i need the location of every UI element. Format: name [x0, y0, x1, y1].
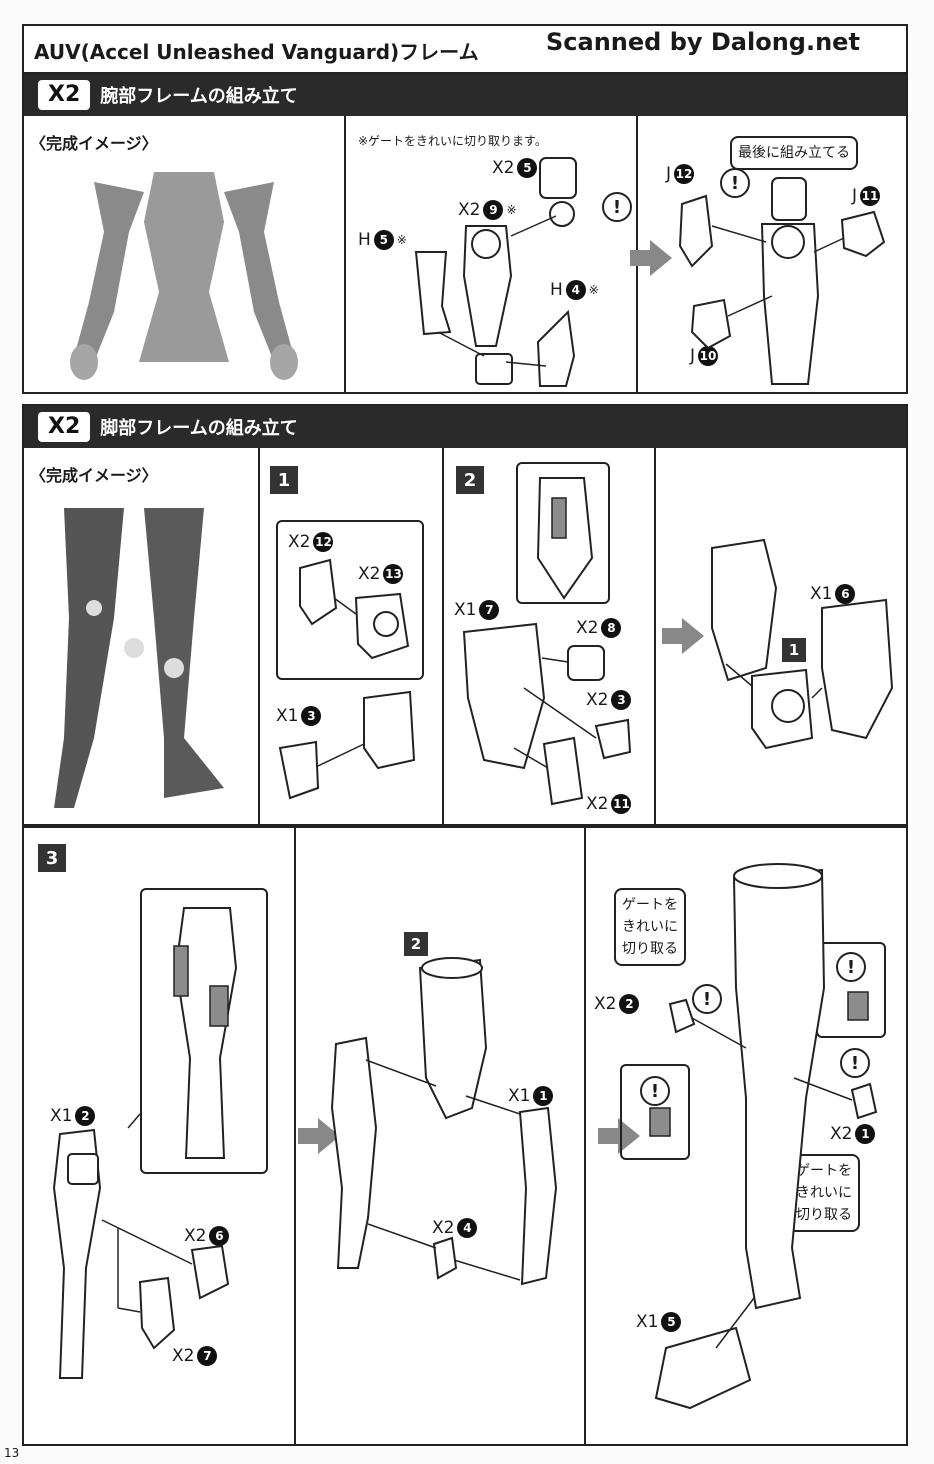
- arm-section: X2 腕部フレームの組み立て 〈完成イメージ〉 ※ゲートをきれいに切り取ります。…: [22, 72, 908, 394]
- step2-inset-box: [516, 462, 610, 604]
- step1-inset-box: [276, 520, 424, 680]
- arm-heading: 腕部フレームの組み立て: [100, 86, 298, 107]
- callout-last: 最後に組み立てる: [730, 136, 858, 170]
- next-arrow: [598, 1118, 640, 1154]
- leg-finished-figure: [54, 508, 224, 808]
- step-2-badge: 2: [456, 466, 484, 494]
- step3-panel1-diagram: [52, 907, 238, 1379]
- watermark: Scanned by Dalong.net: [546, 28, 860, 56]
- arm-multiplier: X2: [38, 80, 91, 110]
- caution-icon: !: [720, 168, 750, 198]
- next-arrow: [662, 618, 704, 654]
- next-arrow: [630, 240, 672, 276]
- arm-finished-figure: [70, 172, 298, 380]
- step3-inset-box: [140, 888, 268, 1174]
- title-bar: AUV(Accel Unleashed Vanguard)フレーム Scanne…: [22, 24, 908, 72]
- leg-image-panel: 〈完成イメージ〉: [24, 448, 260, 824]
- arm-image-caption: 〈完成イメージ〉: [30, 134, 158, 153]
- caution-icon: !: [840, 1048, 870, 1078]
- step1-diagram: [278, 558, 416, 800]
- step2-diagram: [462, 477, 632, 806]
- leg-multiplier: X2: [38, 412, 91, 442]
- page-number: 13: [4, 1446, 20, 1460]
- step3-panel2-diagram: [330, 957, 558, 1286]
- ref-step-1-badge: 1: [782, 638, 806, 662]
- arm-final-diagram: [678, 177, 886, 385]
- detail-box-left: [620, 1064, 690, 1160]
- step-3-badge: 3: [38, 844, 66, 872]
- step3-panel3-diagram: [649, 863, 878, 1410]
- page-title: AUV(Accel Unleashed Vanguard)フレーム: [34, 40, 479, 64]
- arm-image-panel: 〈完成イメージ〉: [24, 116, 346, 392]
- leg-heading: 脚部フレームの組み立て: [100, 418, 298, 439]
- caution-icon: !: [640, 1076, 670, 1106]
- caution-icon: !: [836, 952, 866, 982]
- gate-callout-a: ゲートを きれいに 切り取る: [614, 888, 686, 966]
- arm-parts-diagram: [414, 157, 577, 387]
- gate-note: ※ゲートをきれいに切り取ります。: [358, 134, 547, 148]
- leg-image-caption: 〈完成イメージ〉: [30, 466, 158, 485]
- step2-result-diagram: [711, 538, 894, 750]
- caution-icon: !: [602, 192, 632, 222]
- leg-section-header: X2 脚部フレームの組み立て: [24, 406, 906, 448]
- ref-step-2-badge: 2: [404, 932, 428, 956]
- arm-section-header: X2 腕部フレームの組み立て: [24, 74, 906, 116]
- step-1-badge: 1: [270, 466, 298, 494]
- caution-icon: !: [692, 984, 722, 1014]
